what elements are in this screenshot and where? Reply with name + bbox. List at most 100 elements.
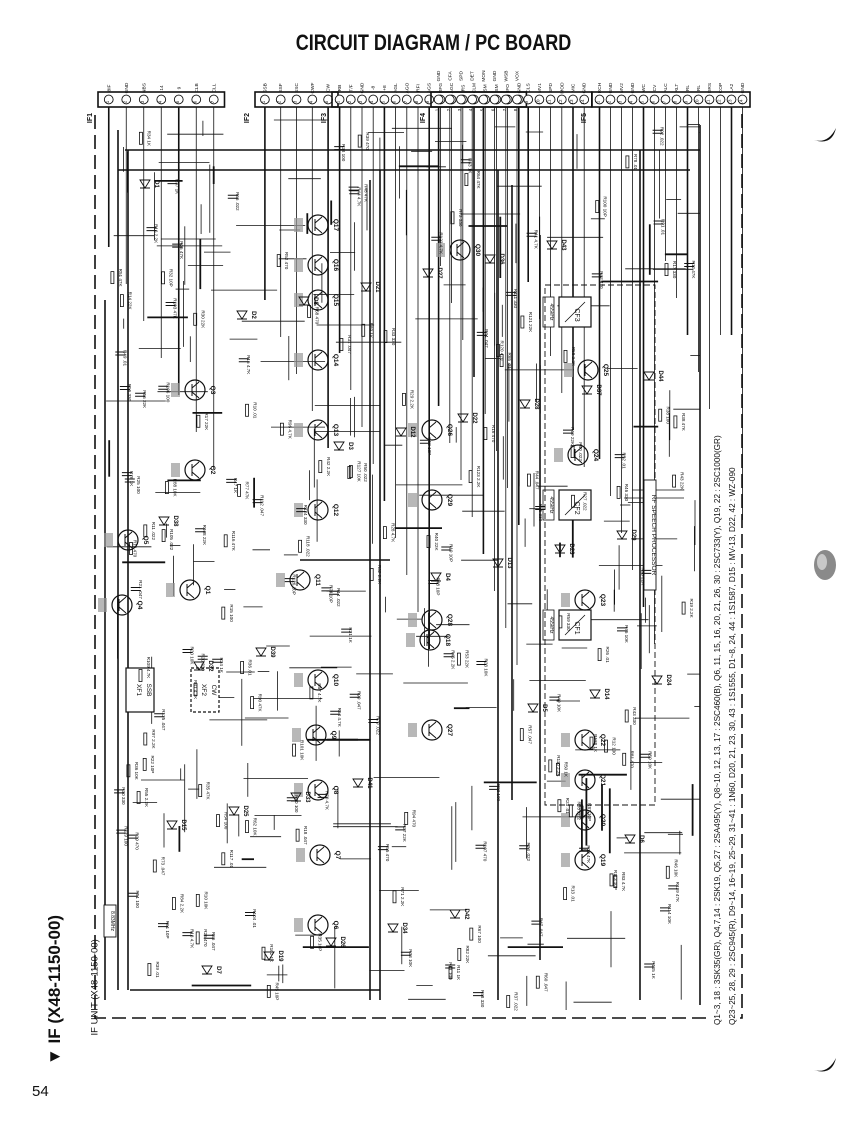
transistor-q26: Q26: [408, 419, 453, 441]
diode-symbol: [492, 558, 504, 568]
diode-label: D12: [409, 426, 415, 438]
pin-number: 2: [607, 100, 612, 103]
capacitor-symbol: [197, 655, 208, 660]
capacitor-symbol: [563, 429, 573, 434]
pcb-pad-shade: [561, 813, 570, 827]
transistor-q6: Q6: [294, 914, 339, 936]
component-label: R15 4.7K: [246, 355, 251, 375]
pcb-pad-shade: [294, 293, 303, 307]
pin-circle: [433, 94, 444, 105]
transistor-leads: [428, 721, 437, 739]
component-label: R12 100: [612, 737, 617, 755]
connector-label-if5: IF5: [581, 113, 588, 123]
diode-label: D21: [374, 281, 380, 293]
pcb-pad-shade: [294, 783, 303, 797]
diode-label: D38: [172, 515, 178, 527]
component-label: R31 4.7K: [193, 680, 198, 700]
component-label: R39 470: [365, 132, 370, 150]
transistor-label: Q29: [446, 494, 453, 507]
component-label: R62 10K: [253, 818, 258, 837]
pin-label: RB: [337, 85, 343, 92]
transistor-q21: Q21: [561, 769, 606, 791]
pin-number: 3: [618, 100, 623, 103]
component-label: R69 22K: [570, 427, 575, 446]
pin-circle: [671, 94, 682, 105]
component-label: R104 .01: [252, 909, 257, 928]
diode-d43: D43: [546, 239, 566, 251]
connector-label-if1: IF1: [87, 113, 94, 123]
component-label: R92 .022: [660, 127, 665, 146]
transistor-label: Q18: [444, 634, 451, 647]
diode-label: D32: [207, 660, 213, 672]
resistor-symbol: [571, 494, 575, 508]
component-label: R89 1K: [369, 323, 374, 339]
component-label: R106 100: [165, 382, 170, 402]
component-label: R35 47K: [206, 782, 211, 801]
resistor-symbol: [138, 669, 143, 682]
component-label: R50 1K: [563, 762, 568, 778]
transistor-label: Q16: [332, 259, 339, 272]
pin-label: AGC: [449, 82, 455, 93]
pin-number: 9: [425, 100, 430, 103]
transistor-label: Q3: [209, 386, 216, 395]
resistor-symbol: [613, 875, 618, 888]
resistor-symbol: [563, 887, 567, 900]
capacitor-symbol: [119, 386, 130, 390]
capacitor-symbol: [334, 146, 345, 151]
component-label: R24 .022: [526, 842, 531, 861]
pin-circle: [556, 94, 567, 105]
diode-d19: D19: [263, 950, 283, 962]
component-label: R129 47K: [675, 882, 680, 903]
resistor-symbol: [624, 709, 629, 723]
resistor-symbol: [483, 427, 488, 441]
resistor-symbol: [595, 200, 600, 214]
capacitor-symbol: [116, 829, 127, 834]
resistor-symbol: [309, 686, 314, 700]
resistor-symbol: [604, 739, 608, 753]
component-label: R32 2.2K: [377, 565, 382, 585]
transistor-leads: [191, 461, 200, 479]
binder-mark-bottom: [814, 1058, 836, 1072]
component-label: R116 47K: [231, 531, 236, 552]
component-label: R78 .01: [633, 154, 638, 171]
component-label: R28 4.7K: [390, 523, 395, 543]
capacitor-symbol: [377, 846, 388, 851]
resistor-symbol: [164, 481, 169, 495]
speech-processor-label: RF SPEECH PROCESSOR: [650, 495, 657, 576]
component-label: R41 100: [448, 962, 453, 980]
pin-number: 14: [739, 99, 744, 105]
capacitor-symbol: [617, 627, 627, 632]
resistor-symbol: [136, 791, 141, 804]
component-label: R60 .047: [543, 973, 548, 992]
pin-label: COP: [718, 83, 724, 93]
component-label: R114 10K: [667, 904, 672, 925]
transistor-q2: Q2: [171, 459, 216, 481]
pin-number: 2: [446, 108, 451, 111]
component-label: R125 .047: [161, 709, 166, 731]
component-label: R59 330: [566, 613, 571, 631]
pcb-pad-shade: [554, 448, 563, 462]
capacitor-symbol: [419, 439, 430, 444]
component-label: R45 10P: [274, 982, 279, 1000]
transistor-leads: [124, 531, 133, 549]
crystal-filter-xf1: [125, 667, 155, 713]
transistor-label: Q21: [599, 774, 606, 787]
pin-circle: [534, 94, 545, 105]
pin-number: 5: [479, 108, 484, 111]
capacitor-symbol: [158, 923, 168, 928]
component-label: R100 10P: [603, 196, 608, 216]
pin-number: 13: [728, 99, 733, 105]
diode-label: D29: [630, 529, 636, 541]
component-label: R40 22K: [434, 533, 439, 552]
binder-hole: [814, 550, 836, 580]
xtal-box: [103, 904, 117, 938]
diode-label: D24: [665, 674, 671, 686]
resistor-symbol: [506, 995, 511, 1008]
component-label: R38 100: [666, 407, 671, 425]
component-label: R121 22K: [528, 312, 533, 333]
diode-d26: D26: [325, 936, 345, 948]
capacitor-symbol: [476, 331, 487, 336]
resistor-symbol: [535, 975, 540, 989]
resistor-symbol: [383, 330, 388, 344]
capacitor-symbol: [227, 194, 238, 199]
